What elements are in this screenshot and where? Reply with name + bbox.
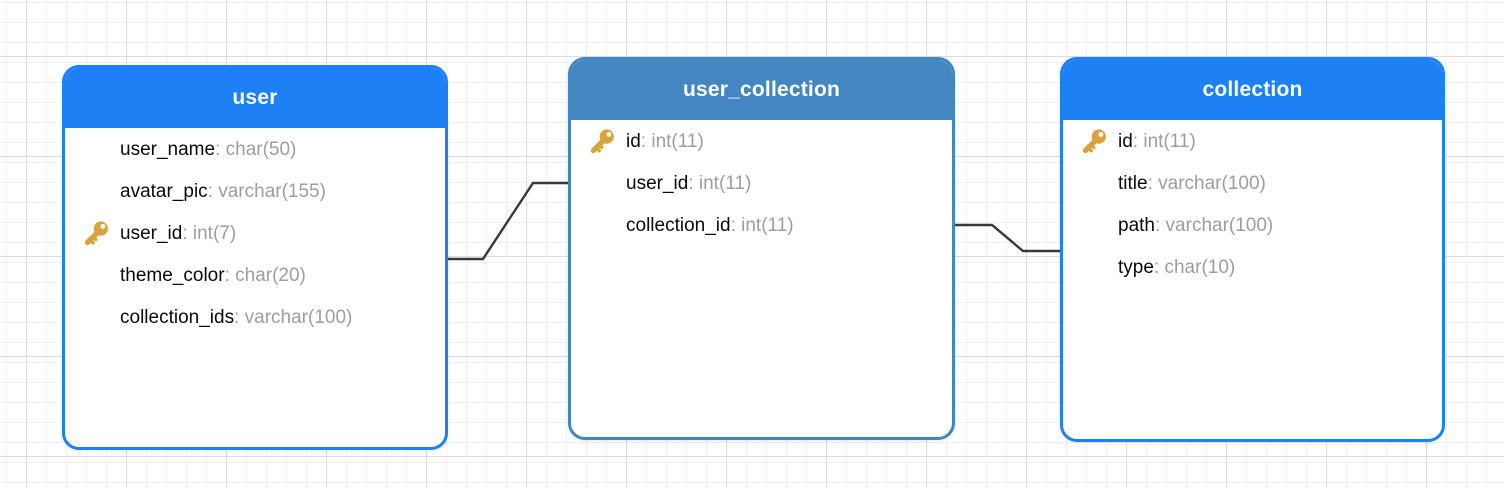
field-name: avatar_pic <box>120 181 208 202</box>
field-row-user_id[interactable]: user_id: int(7) <box>65 213 445 255</box>
field-row-collection_ids[interactable]: collection_ids: varchar(100) <box>65 297 445 339</box>
field-text: collection_ids: varchar(100) <box>120 307 352 329</box>
field-type: int(11) <box>651 131 704 152</box>
field-text: avatar_pic: varchar(155) <box>120 181 326 203</box>
field-row-theme_color[interactable]: theme_color: char(20) <box>65 255 445 297</box>
key-slot <box>65 177 120 207</box>
field-row-type[interactable]: type: char(10) <box>1063 247 1442 289</box>
field-row-title[interactable]: title: varchar(100) <box>1063 163 1442 205</box>
field-name: id <box>1118 131 1133 152</box>
field-separator: : <box>1154 215 1166 236</box>
field-name: id <box>626 131 641 152</box>
field-type: varchar(155) <box>218 181 326 202</box>
field-type: varchar(100) <box>1158 173 1266 194</box>
key-slot <box>1063 211 1118 241</box>
field-type: int(11) <box>698 173 752 194</box>
connector-user_collection-collection[interactable] <box>955 223 1060 253</box>
field-text: user_name: char(50) <box>120 139 296 161</box>
key-slot <box>571 127 626 157</box>
field-type: int(7) <box>192 223 237 244</box>
connector-user-user_collection[interactable] <box>448 181 568 261</box>
field-type: varchar(100) <box>1165 215 1274 236</box>
field-separator: : <box>182 223 193 244</box>
field-name: type <box>1118 257 1154 278</box>
field-name: user_id <box>120 223 183 244</box>
table-body: user_name: char(50) avatar_pic: varchar(… <box>65 128 445 339</box>
key-slot <box>571 169 626 199</box>
primary-key-icon <box>1082 129 1106 154</box>
field-type: int(11) <box>741 215 794 236</box>
table-header[interactable]: collection <box>1063 60 1442 120</box>
field-row-path[interactable]: path: varchar(100) <box>1063 205 1442 247</box>
field-row-id[interactable]: id: int(11) <box>571 121 952 163</box>
table-header[interactable]: user <box>65 68 445 128</box>
field-type: varchar(100) <box>244 307 353 328</box>
field-text: id: int(11) <box>626 131 704 153</box>
table-title: collection <box>1202 78 1303 101</box>
table-body: id: int(11) title: varchar(100) <box>1063 120 1442 289</box>
field-separator: : <box>730 215 742 236</box>
table-title: user <box>232 86 278 109</box>
table-user_collection[interactable]: user_collection id: int(11) <box>568 57 955 440</box>
field-name: user_name <box>120 139 216 160</box>
field-row-avatar_pic[interactable]: avatar_pic: varchar(155) <box>65 171 445 213</box>
table-user[interactable]: user user_name: char(50) <box>62 65 448 450</box>
field-type: int(11) <box>1143 131 1196 152</box>
field-row-user_name[interactable]: user_name: char(50) <box>65 129 445 171</box>
key-slot <box>571 211 626 241</box>
table-header[interactable]: user_collection <box>571 60 952 120</box>
primary-key-icon <box>590 129 614 154</box>
field-name: theme_color <box>120 265 225 286</box>
primary-key-icon <box>84 221 108 246</box>
field-name: path <box>1118 215 1155 236</box>
field-type: char(50) <box>225 139 297 160</box>
key-slot <box>1063 127 1118 157</box>
key-slot <box>1063 253 1118 283</box>
field-text: type: char(10) <box>1118 257 1235 279</box>
field-text: collection_id: int(11) <box>626 215 794 237</box>
field-text: title: varchar(100) <box>1118 173 1266 195</box>
key-slot <box>65 261 120 291</box>
field-name: collection_id <box>626 215 731 236</box>
table-title: user_collection <box>682 78 841 101</box>
field-text: user_id: int(7) <box>120 223 236 245</box>
field-separator: : <box>207 181 219 202</box>
field-row-collection_id[interactable]: collection_id: int(11) <box>571 205 952 247</box>
table-collection[interactable]: collection id: int(11) <box>1060 57 1445 442</box>
field-separator: : <box>640 131 652 152</box>
key-slot <box>65 219 120 249</box>
field-name: title <box>1118 173 1148 194</box>
key-slot <box>1063 169 1118 199</box>
field-text: theme_color: char(20) <box>120 265 306 287</box>
field-separator: : <box>1147 173 1159 194</box>
field-separator: : <box>234 307 245 328</box>
field-text: id: int(11) <box>1118 131 1196 153</box>
field-name: user_id <box>626 173 689 194</box>
field-text: path: varchar(100) <box>1118 215 1273 237</box>
field-separator: : <box>215 139 226 160</box>
key-slot <box>65 135 120 165</box>
field-separator: : <box>1153 257 1165 278</box>
field-type: char(20) <box>235 265 306 286</box>
field-separator: : <box>224 265 236 286</box>
field-row-user_id[interactable]: user_id: int(11) <box>571 163 952 205</box>
field-type: char(10) <box>1164 257 1236 278</box>
key-slot <box>65 303 120 333</box>
field-name: collection_ids <box>120 307 235 328</box>
field-separator: : <box>688 173 699 194</box>
field-row-id[interactable]: id: int(11) <box>1063 121 1442 163</box>
field-text: user_id: int(11) <box>626 173 751 195</box>
table-body: id: int(11) user_id: int(11) <box>571 120 952 247</box>
field-separator: : <box>1132 131 1144 152</box>
